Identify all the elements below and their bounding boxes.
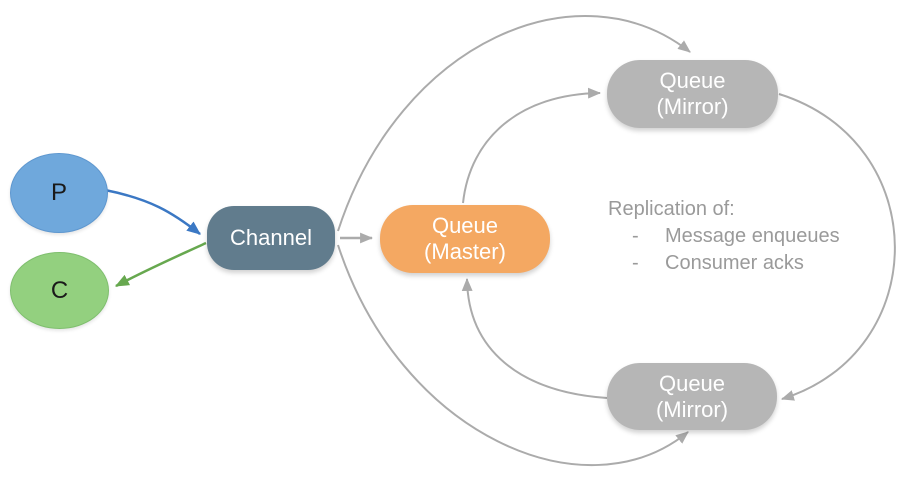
consumer-label: C bbox=[50, 276, 69, 304]
queue-mirror-top-label-line2: (Mirror) bbox=[656, 94, 729, 119]
edge-channel-consumer bbox=[114, 241, 207, 288]
channel-label: Channel bbox=[230, 225, 312, 250]
producer-node: P bbox=[10, 153, 108, 233]
edge-channel-mirror-bottom bbox=[337, 244, 689, 466]
channel-node: Channel bbox=[207, 206, 335, 270]
consumer-node: C bbox=[10, 252, 109, 329]
queue-master-label: Queue (Master) bbox=[424, 213, 506, 265]
edge-mirror-bottom-master bbox=[461, 277, 608, 399]
edge-channel-mirror-top bbox=[337, 15, 691, 232]
producer-label: P bbox=[50, 179, 67, 206]
replication-note: Replication of: - Message enqueues - Con… bbox=[608, 196, 913, 277]
queue-master-label-line1: Queue bbox=[431, 213, 499, 238]
replication-note-title: Replication of: bbox=[608, 198, 735, 220]
queue-mirror-bottom-label-line2: (Mirror) bbox=[655, 396, 729, 422]
edge-master-mirror-top bbox=[462, 87, 602, 204]
note-item-text: Message enqueues bbox=[665, 225, 840, 247]
replication-note-item: - Message enqueues bbox=[608, 223, 913, 250]
queue-master-label-line2: (Master) bbox=[424, 239, 506, 264]
edge-mirror-top-mirror-bottom bbox=[778, 93, 896, 401]
queue-mirror-top-label-line1: Queue bbox=[659, 68, 726, 93]
queue-mirror-bottom-label: Queue (Mirror) bbox=[656, 371, 728, 423]
note-bullet: - bbox=[632, 252, 639, 274]
queue-mirror-bottom-node: Queue (Mirror) bbox=[607, 363, 777, 430]
note-item-text: Consumer acks bbox=[665, 252, 804, 274]
replication-note-item: - Consumer acks bbox=[608, 250, 913, 277]
queue-master-node: Queue (Master) bbox=[380, 205, 550, 273]
note-bullet: - bbox=[632, 225, 639, 247]
edge-producer-channel bbox=[104, 188, 201, 235]
queue-mirror-top-node: Queue (Mirror) bbox=[607, 60, 778, 128]
queue-mirror-bottom-label-line1: Queue bbox=[658, 370, 726, 396]
queue-mirror-top-label: Queue (Mirror) bbox=[656, 68, 728, 120]
